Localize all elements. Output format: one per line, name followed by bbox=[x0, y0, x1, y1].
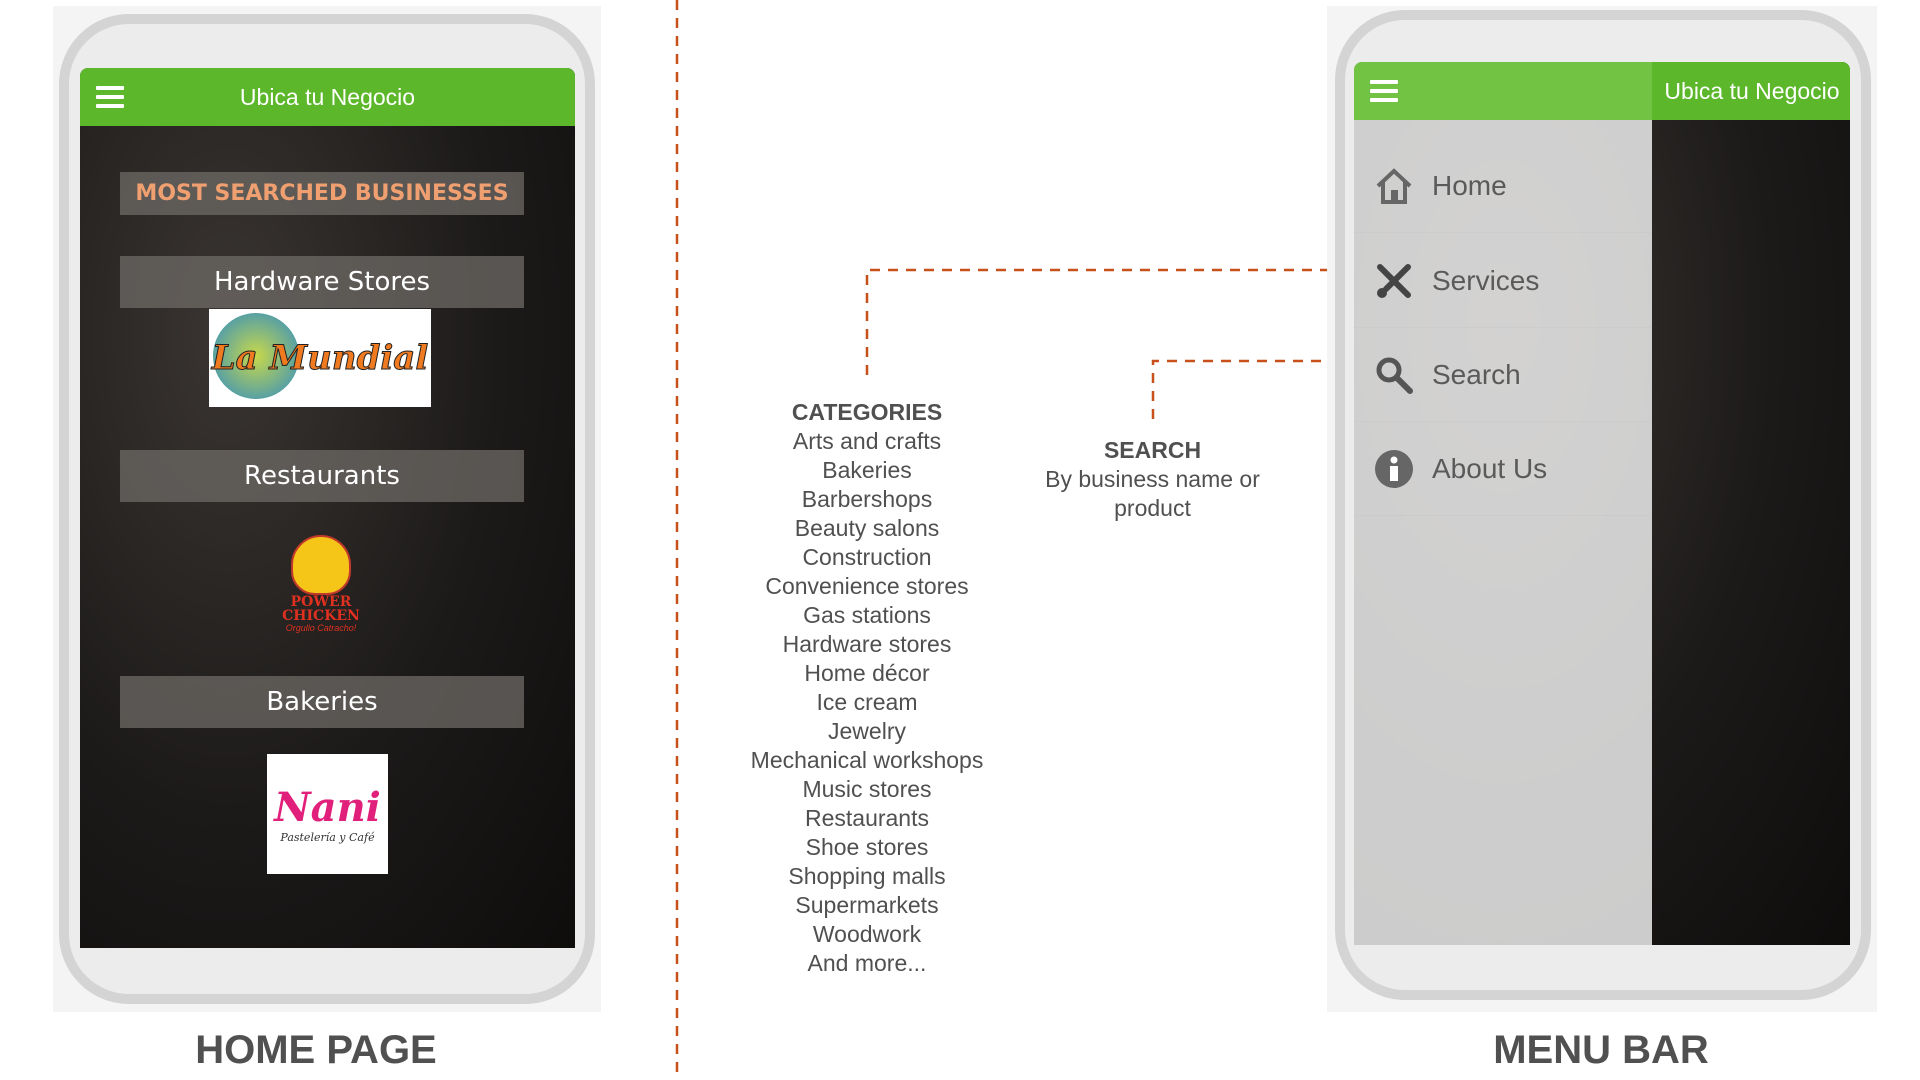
category-item: Shoe stores bbox=[805, 834, 929, 860]
category-item: Hardware stores bbox=[782, 631, 952, 657]
category-item: Construction bbox=[802, 544, 932, 570]
home-icon bbox=[1372, 164, 1416, 208]
category-item: Home décor bbox=[804, 660, 930, 686]
side-menu: Home Services Search About Us bbox=[1354, 62, 1652, 945]
search-description: SEARCH By business name or product bbox=[1020, 436, 1285, 523]
hamburger-menu-icon[interactable] bbox=[1370, 80, 1398, 102]
app-header: Ubica tu Negocio bbox=[80, 68, 575, 126]
category-hardware-stores[interactable]: Hardware Stores bbox=[120, 256, 524, 308]
app-title: Ubica tu Negocio bbox=[239, 83, 416, 110]
category-item: Bakeries bbox=[822, 457, 912, 483]
la-mundial-logo[interactable]: La Mundial bbox=[209, 309, 431, 407]
category-item: Jewelry bbox=[828, 718, 906, 744]
app-title: Ubica tu Negocio bbox=[1664, 77, 1840, 104]
category-item: Gas stations bbox=[803, 602, 931, 628]
menu-item-about-us[interactable]: About Us bbox=[1354, 422, 1652, 516]
search-icon bbox=[1372, 353, 1416, 397]
category-bakeries[interactable]: Bakeries bbox=[120, 676, 524, 728]
home-phone-mockup: Ubica tu Negocio MOST SEARCHED BUSINESSE… bbox=[53, 6, 601, 1012]
category-restaurants[interactable]: Restaurants bbox=[120, 450, 524, 502]
category-item: And more... bbox=[807, 950, 927, 976]
home-screen: Ubica tu Negocio MOST SEARCHED BUSINESSE… bbox=[80, 68, 575, 948]
category-item: Supermarkets bbox=[795, 892, 939, 918]
menu-bar-caption: MENU BAR bbox=[1493, 1028, 1709, 1072]
nani-logo[interactable]: Nani Pastelería y Café bbox=[267, 754, 388, 874]
category-item: Mechanical workshops bbox=[750, 747, 984, 773]
info-icon bbox=[1372, 447, 1416, 491]
menu-item-home[interactable]: Home bbox=[1354, 139, 1652, 233]
menu-item-services[interactable]: Services bbox=[1354, 234, 1652, 328]
category-item: Woodwork bbox=[812, 921, 922, 947]
menu-item-search[interactable]: Search bbox=[1354, 328, 1652, 422]
menu-screen: Ubica tu Negocio Home Services Search Ab… bbox=[1354, 62, 1850, 945]
home-page-caption: HOME PAGE bbox=[195, 1028, 437, 1072]
categories-connector bbox=[865, 268, 1379, 375]
category-item: Music stores bbox=[802, 776, 932, 802]
search-connector bbox=[1151, 359, 1379, 419]
categories-title: CATEGORIES bbox=[791, 399, 943, 425]
categories-list: CATEGORIES Arts and crafts Bakeries Barb… bbox=[717, 398, 1017, 978]
category-item: Barbershops bbox=[801, 486, 933, 512]
tools-icon bbox=[1372, 259, 1416, 303]
chicken-mascot-icon bbox=[291, 535, 351, 595]
globe-icon bbox=[213, 313, 299, 399]
category-item: Restaurants bbox=[804, 805, 929, 831]
menu-phone-mockup: Ubica tu Negocio Home Services Search Ab… bbox=[1327, 6, 1877, 1012]
search-text: By business name or product bbox=[1045, 466, 1260, 521]
category-item: Ice cream bbox=[816, 689, 918, 715]
hamburger-menu-icon[interactable] bbox=[96, 86, 124, 108]
category-item: Convenience stores bbox=[765, 573, 969, 599]
category-item: Beauty salons bbox=[794, 515, 940, 541]
category-item: Shopping malls bbox=[788, 863, 946, 889]
most-searched-heading: MOST SEARCHED BUSINESSES bbox=[120, 172, 524, 215]
search-title: SEARCH bbox=[1103, 437, 1202, 463]
category-item: Arts and crafts bbox=[792, 428, 942, 454]
